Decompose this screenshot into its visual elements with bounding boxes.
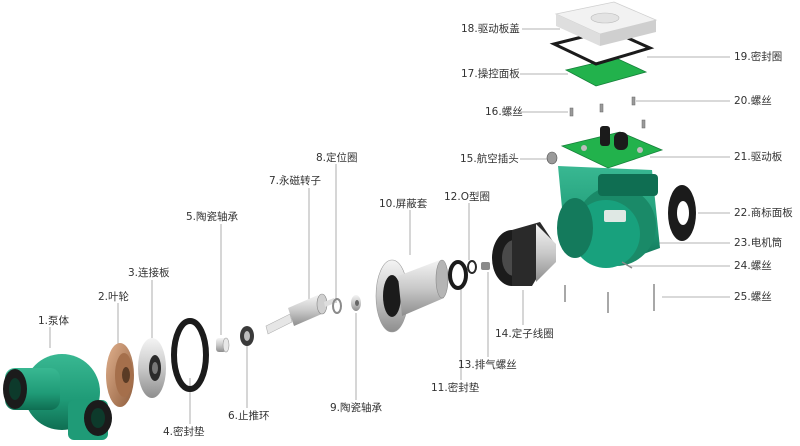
label-motor-barrel: 23.电机筒: [734, 237, 783, 249]
label-gasket: 4.密封垫: [163, 426, 205, 438]
label-thrust-ring: 6.止推环: [228, 410, 270, 422]
aviation-plug-part: [546, 151, 558, 165]
label-screw-16: 16.螺丝: [485, 106, 523, 118]
vent-screw-part: [481, 262, 490, 270]
drive-board-part: [560, 126, 664, 169]
label-control-panel: 17.操控面板: [461, 68, 520, 80]
label-aviation-plug: 15.航空插头: [460, 153, 519, 165]
thrust-ring-part: [240, 326, 254, 346]
label-stator-coil: 14.定子线圈: [495, 328, 554, 340]
ceramic-bearing-2-part: [351, 295, 361, 311]
label-ceramic-bearing-2: 9.陶瓷轴承: [330, 402, 383, 414]
label-magnet-rotor: 7.永磁转子: [269, 175, 322, 187]
label-ceramic-bearing: 5.陶瓷轴承: [186, 211, 239, 223]
o-ring-part: [467, 260, 477, 274]
pump-body-part: [3, 354, 112, 440]
label-locating-ring: 8.定位圈: [316, 152, 358, 164]
label-shield-sleeve: 10.屏蔽套: [379, 198, 428, 210]
label-seal-ring: 19.密封圈: [734, 51, 783, 63]
nameplate-panel-part: [668, 185, 696, 241]
gasket-part: [171, 318, 209, 392]
label-screw-25: 25.螺丝: [734, 291, 772, 303]
label-gasket-2: 11.密封垫: [431, 382, 480, 394]
magnet-rotor-part: [265, 293, 335, 335]
gasket-2-part: [448, 260, 468, 290]
shield-sleeve-part: [375, 259, 449, 333]
label-drive-board-cover: 18.驱动板盖: [461, 23, 520, 35]
connecting-plate-part: [138, 338, 166, 398]
motor-barrel-part: [557, 166, 660, 268]
impeller-part: [106, 343, 134, 407]
label-drive-board: 21.驱动板: [734, 151, 783, 163]
label-screw-24: 24.螺丝: [734, 260, 772, 272]
label-screw-20: 20.螺丝: [734, 95, 772, 107]
label-vent-screw: 13.排气螺丝: [458, 359, 517, 371]
leader-lines: [49, 28, 730, 424]
label-nameplate-panel: 22.商标面板: [734, 207, 793, 219]
ceramic-bearing-part: [216, 337, 230, 353]
locating-ring-part: [332, 298, 342, 314]
label-connecting-plate: 3.连接板: [128, 267, 170, 279]
label-o-ring: 12.O型圈: [444, 191, 490, 203]
label-impeller: 2.叶轮: [98, 291, 130, 303]
label-pump-body: 1.泵体: [38, 315, 70, 327]
stator-coil-part: [492, 222, 556, 286]
drive-board-cover-part: [554, 1, 658, 46]
screws-top: [569, 96, 646, 129]
screws-bottom: [564, 261, 655, 313]
